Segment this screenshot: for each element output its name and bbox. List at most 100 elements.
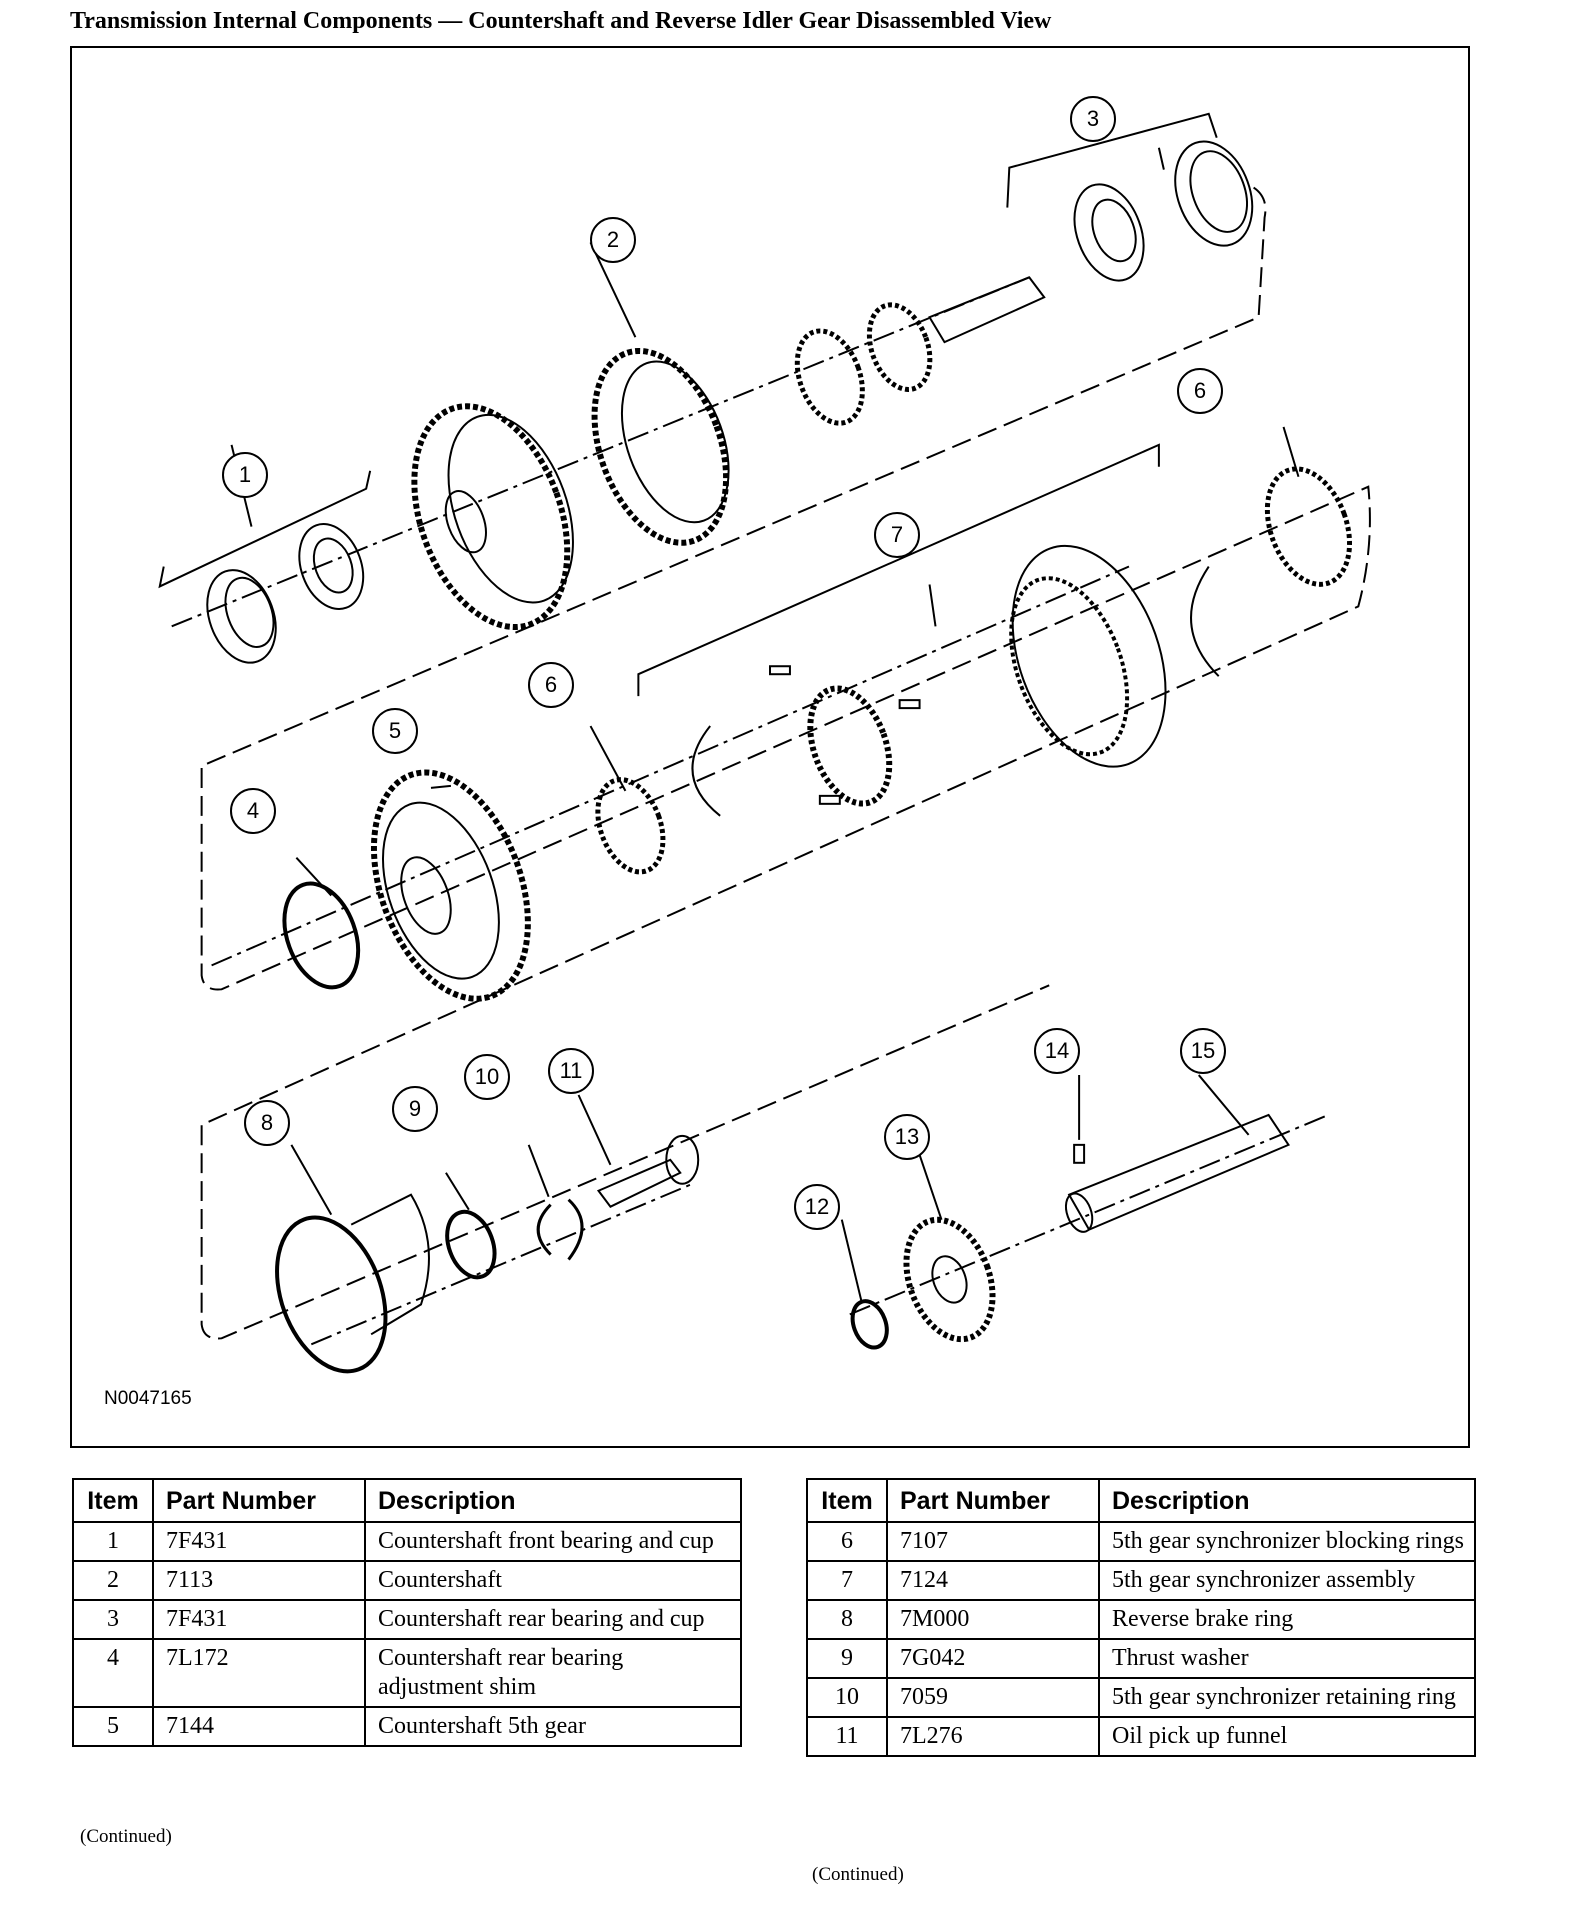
- table-row: 1 7F431 Countershaft front bearing and c…: [72, 1521, 742, 1562]
- retaining-ring: [536, 1198, 584, 1261]
- part-number-cell: 7F431: [152, 1521, 366, 1562]
- idler-shaft: [1067, 1113, 1291, 1231]
- callout-15: 15: [1180, 1028, 1226, 1074]
- roll-pin: [1073, 1143, 1086, 1164]
- callout-6-upper: 6: [1177, 368, 1223, 414]
- bracket-1: [158, 470, 372, 589]
- part-number-cell: 7059: [886, 1677, 1100, 1718]
- rear-bearing: [1073, 183, 1145, 282]
- table-row: 6 7107 5th gear synchronizer blocking ri…: [806, 1521, 1476, 1562]
- part-number-cell: 7124: [886, 1560, 1100, 1601]
- column-header-description: Description: [364, 1478, 742, 1523]
- description-cell: Countershaft front bearing and cup: [364, 1521, 742, 1562]
- part-number-cell: 7113: [152, 1560, 366, 1601]
- part-number-cell: 7F431: [152, 1599, 366, 1640]
- table-row: 11 7L276 Oil pick up funnel: [806, 1716, 1476, 1757]
- column-header-item: Item: [72, 1478, 154, 1523]
- item-cell: 7: [806, 1560, 888, 1601]
- description-cell: Countershaft rear bearing adjustment shi…: [364, 1638, 742, 1708]
- description-cell: Countershaft: [364, 1560, 742, 1601]
- synchronizer-axis: [211, 565, 1130, 967]
- part-number-cell: 7L276: [886, 1716, 1100, 1757]
- callout-7: 7: [874, 512, 920, 558]
- callout-14: 14: [1034, 1028, 1080, 1074]
- table-row: 8 7M000 Reverse brake ring: [806, 1599, 1476, 1640]
- snap-ring: [691, 725, 721, 817]
- table-row: 4 7L172 Countershaft rear bearing adjust…: [72, 1638, 742, 1708]
- blocking-ring-upper: [1264, 466, 1353, 587]
- bracket-3: [1006, 112, 1218, 208]
- thrust-washer: [445, 1209, 497, 1280]
- callout-8: 8: [244, 1100, 290, 1146]
- item-cell: 3: [72, 1599, 154, 1640]
- snap-ring-2: [1190, 565, 1220, 677]
- callout-11: 11: [548, 1048, 594, 1094]
- key-1: [769, 665, 791, 676]
- item-cell: 2: [72, 1560, 154, 1601]
- callout-9: 9: [392, 1086, 438, 1132]
- callout-13: 13: [884, 1114, 930, 1160]
- front-bearing: [298, 523, 365, 610]
- table-header-row: Item Part Number Description: [72, 1478, 742, 1523]
- table-row: 7 7124 5th gear synchronizer assembly: [806, 1560, 1476, 1601]
- adjustment-shim: [282, 881, 361, 990]
- table-header-row: Item Part Number Description: [806, 1478, 1476, 1523]
- continued-note-right: (Continued): [812, 1864, 904, 1885]
- oil-funnel-head: [665, 1134, 700, 1185]
- column-header-part-number: Part Number: [886, 1478, 1100, 1523]
- group-outline: [200, 186, 1371, 1340]
- parts-table-right: Item Part Number Description 6 7107 5th …: [806, 1478, 1476, 1757]
- callout-10: 10: [464, 1054, 510, 1100]
- parts-table-left: Item Part Number Description 1 7F431 Cou…: [72, 1478, 742, 1747]
- shaft-end: [928, 276, 1046, 344]
- item-cell: 5: [72, 1706, 154, 1747]
- washer-12: [850, 1299, 889, 1350]
- callout-4: 4: [230, 788, 276, 834]
- exploded-view-drawing: [158, 112, 1371, 1374]
- part-number-cell: 7107: [886, 1521, 1100, 1562]
- exploded-view-figure: 1 2 3 4 5 6 6 7 8 9 10 11 12 13 14 15 N0…: [70, 46, 1470, 1448]
- item-cell: 9: [806, 1638, 888, 1679]
- table-row: 3 7F431 Countershaft rear bearing and cu…: [72, 1599, 742, 1640]
- item-cell: 4: [72, 1638, 154, 1708]
- countershaft-axis: [171, 276, 1030, 628]
- item-cell: 6: [806, 1521, 888, 1562]
- description-cell: 5th gear synchronizer assembly: [1098, 1560, 1476, 1601]
- callout-1: 1: [222, 452, 268, 498]
- part-number-cell: 7M000: [886, 1599, 1100, 1640]
- page-title: Transmission Internal Components — Count…: [70, 8, 1052, 34]
- continued-note-left: (Continued): [80, 1826, 172, 1847]
- fifth-gear-teeth: [370, 769, 531, 1002]
- synchronizer-sleeve: [1011, 544, 1167, 768]
- column-header-description: Description: [1098, 1478, 1476, 1523]
- part-number-cell: 7144: [152, 1706, 366, 1747]
- key-3: [818, 794, 841, 805]
- synchronizer-hub: [807, 685, 893, 807]
- part-number-cell: 7L172: [152, 1638, 366, 1708]
- callout-12: 12: [794, 1184, 840, 1230]
- table-row: 5 7144 Countershaft 5th gear: [72, 1706, 742, 1747]
- second-gear-teeth: [591, 347, 730, 546]
- idler-axis: [849, 1114, 1329, 1316]
- table-row: 9 7G042 Thrust washer: [806, 1638, 1476, 1679]
- table-row: 10 7059 5th gear synchronizer retaining …: [806, 1677, 1476, 1718]
- oil-funnel-tube: [596, 1158, 682, 1208]
- column-header-part-number: Part Number: [152, 1478, 366, 1523]
- front-cup: [206, 569, 277, 664]
- reverse-brake-ring: [275, 1215, 388, 1374]
- description-cell: 5th gear synchronizer blocking rings: [1098, 1521, 1476, 1562]
- rear-cup: [1174, 140, 1254, 247]
- reverse-ring-axis: [310, 1183, 691, 1346]
- callout-5: 5: [372, 708, 418, 754]
- description-cell: Oil pick up funnel: [1098, 1716, 1476, 1757]
- description-cell: Countershaft 5th gear: [364, 1706, 742, 1747]
- reverse-idler-gear: [903, 1216, 996, 1343]
- figure-id: N0047165: [104, 1388, 192, 1409]
- callout-3: 3: [1070, 96, 1116, 142]
- description-cell: Reverse brake ring: [1098, 1599, 1476, 1640]
- table-row: 2 7113 Countershaft: [72, 1560, 742, 1601]
- blocking-ring-lower: [595, 777, 666, 875]
- large-gear-teeth: [411, 403, 571, 631]
- key-2: [898, 699, 921, 710]
- bracket-7: [637, 443, 1160, 697]
